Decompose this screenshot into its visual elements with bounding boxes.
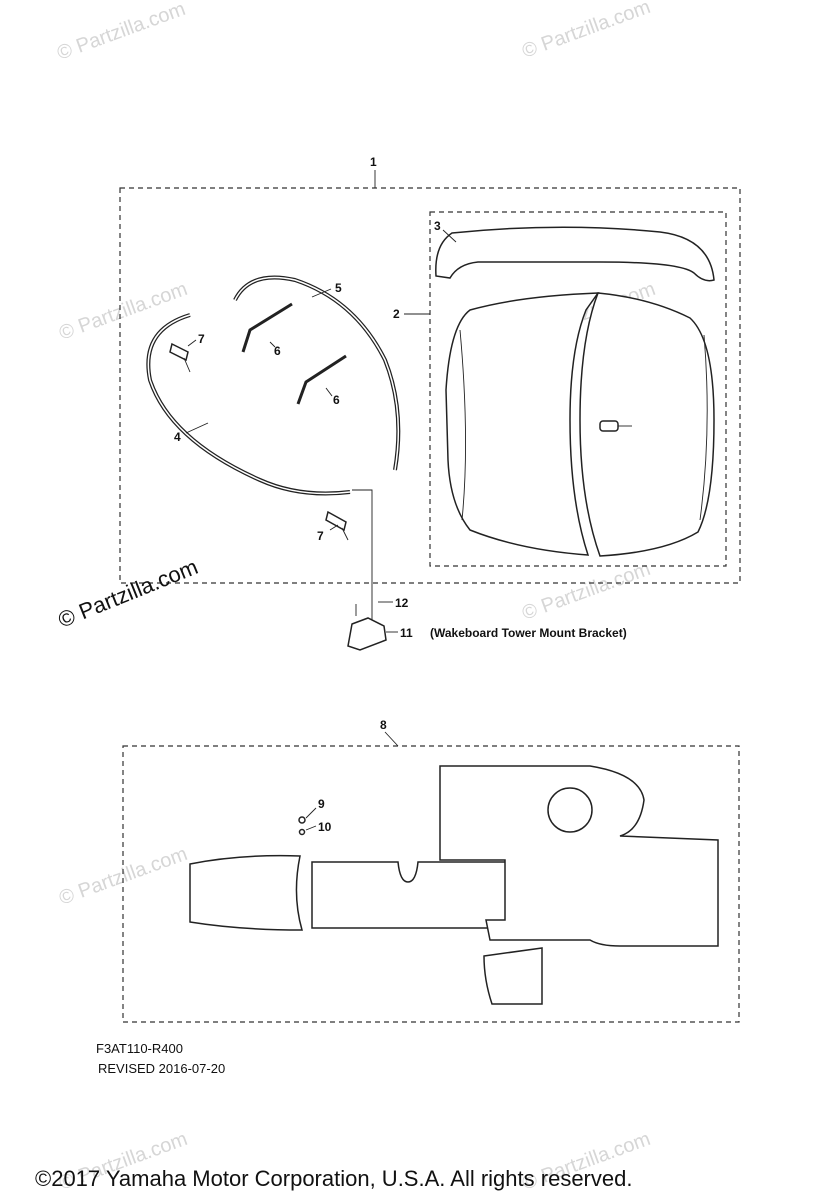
wakeboard-tower-mount-bracket	[347, 617, 387, 651]
canvas-strap	[599, 420, 619, 432]
front-frame-tube	[146, 313, 351, 496]
callout-7: 7	[198, 332, 205, 346]
callout-10: 10	[318, 820, 332, 834]
callout-1: 1	[370, 155, 377, 169]
leader-line	[329, 524, 339, 531]
watermark: © Partzilla.com	[56, 278, 190, 345]
assembly-2-boundary	[429, 211, 727, 567]
leader-line	[269, 341, 276, 348]
deck-mat-center	[311, 861, 507, 929]
deck-mat-bow	[189, 854, 303, 931]
deck-mat-small	[483, 947, 543, 1005]
callout-6: 6	[333, 393, 340, 407]
watermark-main: © Partzilla.com	[55, 554, 202, 633]
fastener-washer	[298, 828, 306, 836]
callout-9: 9	[318, 797, 325, 811]
front-frame-tube-inner	[147, 314, 351, 495]
rear-frame-tube-inner	[234, 276, 400, 471]
callout-12: 12	[395, 596, 409, 610]
revision-date: REVISED 2016-07-20	[98, 1061, 225, 1076]
canvas-seam	[459, 329, 467, 521]
callout-11: 11	[400, 626, 413, 640]
mount-bracket-group: 12 11 (Wakeboard Tower Mount Bracket)	[347, 596, 627, 651]
mount-bracket-note: (Wakeboard Tower Mount Bracket)	[430, 626, 627, 640]
watermark: © Partzilla.com	[519, 0, 653, 63]
copyright-notice: ©2017 Yamaha Motor Corporation, U.S.A. A…	[35, 1166, 632, 1191]
leader-line	[352, 489, 373, 620]
boot-cover	[435, 226, 715, 282]
hinge-fitting	[169, 342, 191, 373]
callout-8: 8	[380, 718, 387, 732]
callout-7: 7	[317, 529, 324, 543]
support-strut	[296, 354, 347, 405]
diagram-code: F3AT110-R400	[96, 1041, 183, 1056]
leader-line	[185, 422, 209, 434]
callout-3: 3	[434, 219, 441, 233]
canvas-top-right-panel	[579, 292, 715, 557]
assembly-1: 1 2 3 4 5 6 6	[119, 155, 741, 620]
hinge-fitting	[325, 510, 349, 541]
watermark: © Partzilla.com	[519, 558, 653, 625]
fastener-screw	[298, 816, 306, 824]
canvas-top-left-panel	[445, 292, 600, 556]
leader-line	[187, 339, 197, 347]
assembly-8-boundary	[122, 745, 740, 1023]
callout-5: 5	[335, 281, 342, 295]
canvas-seam	[699, 334, 708, 521]
leader-line	[442, 229, 457, 243]
leader-line	[384, 731, 399, 747]
support-strut	[241, 302, 293, 353]
callout-6: 6	[274, 344, 281, 358]
assembly-8: 8 9 10	[122, 718, 740, 1023]
callout-2: 2	[393, 307, 400, 321]
deck-mat-stern	[439, 765, 719, 947]
leader-line	[325, 387, 333, 397]
leader-line	[311, 288, 332, 298]
leader-line	[305, 825, 317, 831]
callout-4: 4	[174, 430, 181, 444]
deck-mat-cutout	[547, 787, 593, 833]
assembly-1-boundary	[119, 187, 741, 584]
leader-line	[305, 807, 317, 819]
watermark: © Partzilla.com	[54, 0, 188, 65]
